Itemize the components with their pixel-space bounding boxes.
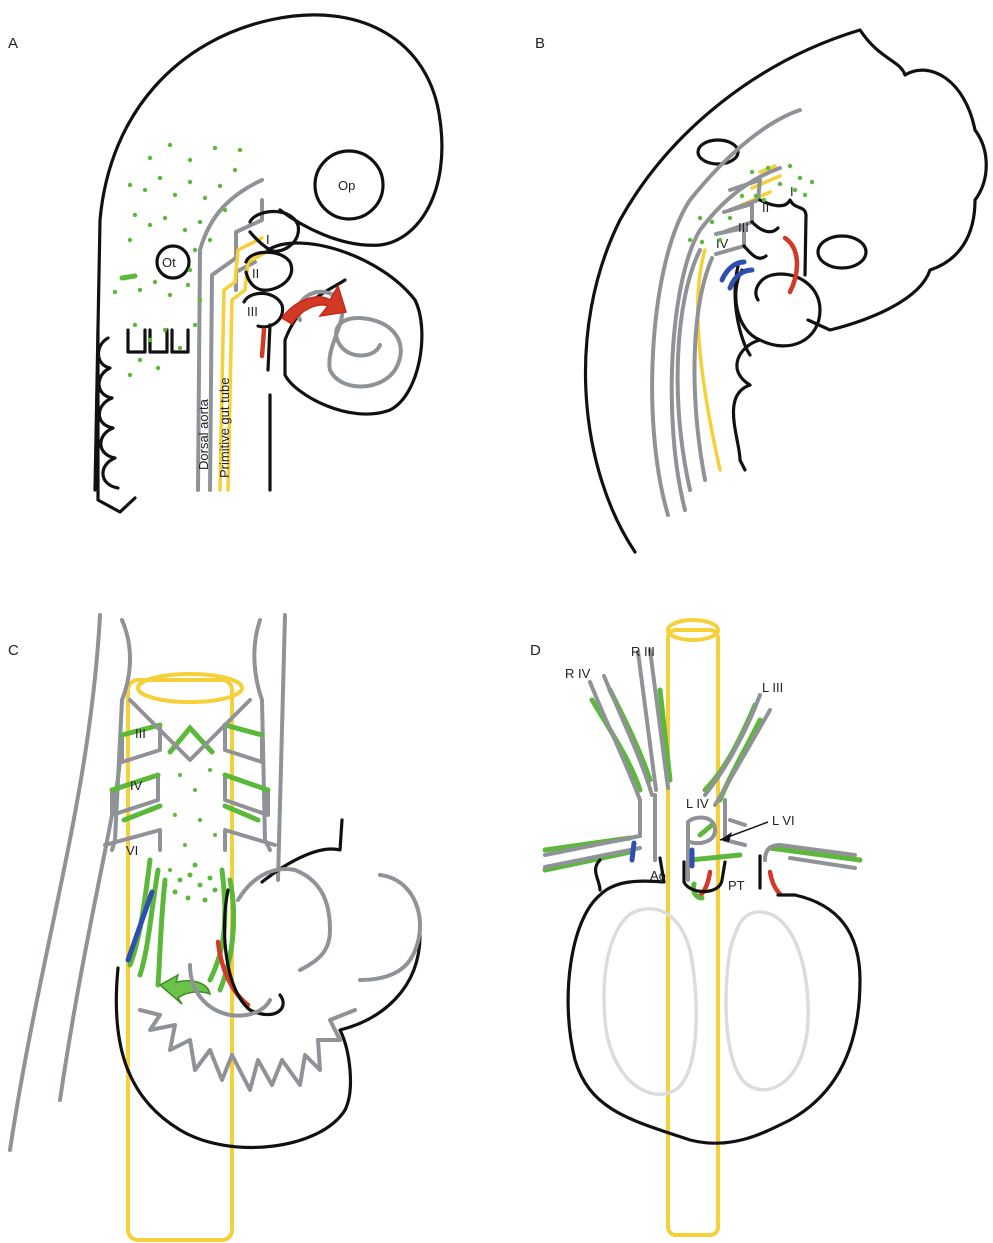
panel-d: D R IV R III L III L IV L VI Ao PT (530, 620, 860, 1235)
panel-c-label-III: III (135, 726, 146, 741)
panel-c-trabeculae (140, 1010, 355, 1090)
panel-c-neural-crest-cells (163, 768, 218, 903)
panel-d-blue-right (632, 843, 634, 860)
panel-b-blue-2 (730, 270, 752, 288)
panel-b-gut-1 (698, 250, 720, 470)
panel-d-right-ventricle (726, 912, 808, 1090)
panel-d-label-R-IV: R IV (565, 666, 591, 681)
panel-d-heart-outline (568, 856, 860, 1143)
svg-text:Primitive gut tube: Primitive gut tube (217, 378, 232, 478)
panel-a-somites (98, 330, 188, 512)
panel-d-left-ventricle (604, 909, 696, 1094)
panel-a: A Op Ot I II III Dorsal aorta Primitive … (8, 15, 442, 512)
panel-a-label-op: Op (338, 178, 355, 193)
panel-a-label-dorsal-aorta: Dorsal aorta (196, 398, 211, 470)
panel-d-label-L-VI: L VI (772, 813, 795, 828)
panel-d-shf-2 (770, 872, 780, 894)
panel-a-label-I: I (266, 232, 270, 247)
panel-b-pharyngeal-outer (652, 110, 800, 515)
panel-b-label-II: II (762, 200, 769, 215)
panel-b-label-IV: IV (716, 236, 729, 251)
panel-c-letter: C (8, 642, 19, 659)
panel-b-shf (785, 238, 797, 292)
panel-b-label-I: I (790, 184, 794, 199)
panel-b-heart (733, 270, 820, 470)
panel-d-label-PT: PT (728, 878, 745, 893)
panel-c-outflow (238, 869, 420, 980)
panel-a-label-III: III (247, 304, 258, 319)
panel-a-label-II: II (252, 266, 259, 281)
panel-c-label-VI: VI (126, 843, 138, 858)
panel-b-label-III: III (738, 220, 749, 235)
panel-c-label-IV: IV (130, 778, 143, 793)
panel-c: C III IV VI (8, 615, 420, 1240)
panel-d-letter: D (530, 642, 541, 659)
panel-a-letter: A (8, 35, 18, 52)
panel-a-label-ot: Ot (162, 255, 176, 270)
panel-d-label-L-IV: L IV (686, 796, 709, 811)
svg-text:Dorsal aorta: Dorsal aorta (196, 398, 211, 470)
panel-b-body-outline (585, 30, 986, 552)
panel-b: B I II III IV (535, 30, 986, 552)
panel-d-label-L-III: L III (762, 680, 783, 695)
panel-b-eye (818, 236, 866, 268)
panel-b-letter: B (535, 35, 545, 52)
panel-a-label-gut-tube: Primitive gut tube (217, 378, 232, 478)
panel-d-label-R-III: R III (631, 644, 655, 659)
panel-a-shf-left (262, 330, 264, 356)
